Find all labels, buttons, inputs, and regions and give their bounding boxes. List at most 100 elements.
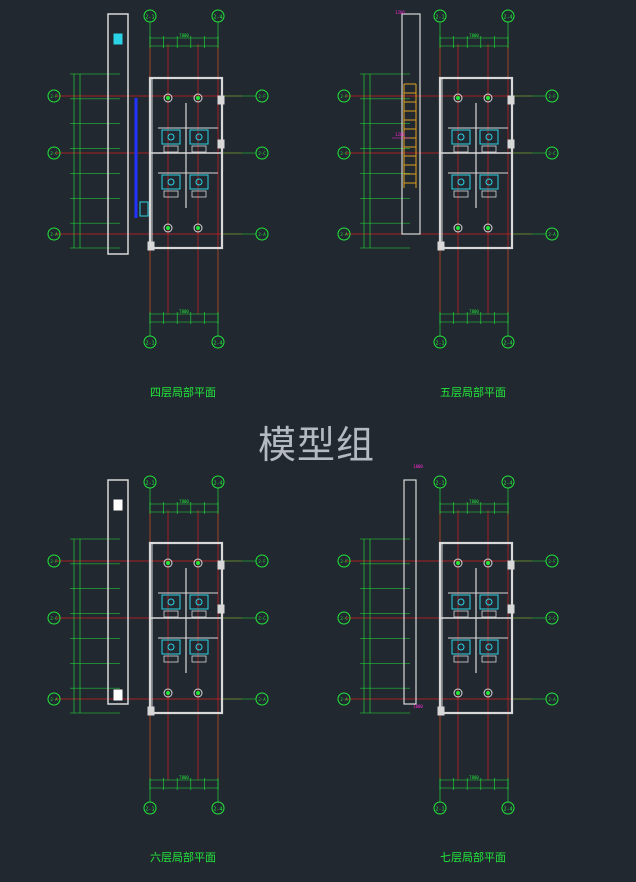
sink-counter xyxy=(481,145,497,153)
dimension-text: 7800 xyxy=(179,309,189,314)
axis-label-top: 2-1 xyxy=(145,481,154,487)
axis-bubble-left xyxy=(47,89,61,103)
column-center xyxy=(486,691,490,695)
dimension-text: 7800 xyxy=(469,309,479,314)
bathroom-fixture xyxy=(161,639,181,655)
axis-label-top: 2-1 xyxy=(145,15,154,21)
dimension-text: 7800 xyxy=(179,499,189,504)
wall-column xyxy=(437,706,445,716)
wall-column xyxy=(437,241,445,251)
axis-label-bottom: 2-4 xyxy=(213,341,222,347)
equipment-box xyxy=(113,33,123,45)
exterior-wall xyxy=(148,541,224,715)
dimension-text: 7800 xyxy=(469,775,479,780)
dimension-text: 7800 xyxy=(179,33,189,38)
axis-label-left: 2-F xyxy=(340,559,348,564)
watermark-text: 模型组 xyxy=(258,423,376,467)
column-marker xyxy=(453,93,463,103)
sink-counter xyxy=(163,655,179,663)
column-marker xyxy=(453,688,463,698)
axis-label-bottom: 2-1 xyxy=(145,341,154,347)
bathroom-fixture xyxy=(479,174,499,190)
axis-bubble-left xyxy=(47,227,61,241)
toilet-fixture xyxy=(167,643,175,651)
bathroom-fixture xyxy=(161,174,181,190)
column-marker xyxy=(163,558,173,568)
axis-label-right: 2-C xyxy=(548,151,556,156)
column-center xyxy=(166,96,170,100)
axis-label-left: 2-A xyxy=(340,232,348,237)
exterior-corridor xyxy=(107,13,129,255)
axis-label-left: 2-C xyxy=(340,151,348,156)
equipment-box xyxy=(113,689,123,701)
exterior-wall xyxy=(438,76,514,250)
bathroom-fixture xyxy=(161,594,181,610)
axis-label-bottom: 2-4 xyxy=(503,807,512,813)
axis-label-top: 2-1 xyxy=(435,481,444,487)
axis-bubble-left xyxy=(47,692,61,706)
axis-label-top: 2-4 xyxy=(503,481,512,487)
toilet-fixture xyxy=(195,133,203,141)
axis-label-left: 2-A xyxy=(340,697,348,702)
column-marker xyxy=(483,93,493,103)
axis-bubble-left xyxy=(337,146,351,160)
wall-column xyxy=(507,139,515,149)
column-marker xyxy=(193,223,203,233)
plan-caption-5f: 五层局部平面 xyxy=(440,386,506,399)
bathroom-fixture xyxy=(189,129,209,145)
equipment-box xyxy=(139,201,149,217)
column-marker xyxy=(453,223,463,233)
axis-label-left: 2-F xyxy=(340,94,348,99)
bathroom-fixture xyxy=(479,129,499,145)
axis-label-left: 2-F xyxy=(50,94,58,99)
axis-bubble-left xyxy=(337,692,351,706)
column-marker xyxy=(483,223,493,233)
bathroom-fixture xyxy=(451,174,471,190)
dimension-text: 7800 xyxy=(469,33,479,38)
column-center xyxy=(486,226,490,230)
wall-column xyxy=(217,604,225,614)
annotation-text: 1800 xyxy=(413,704,423,709)
sink-counter xyxy=(191,190,207,198)
toilet-fixture xyxy=(167,133,175,141)
axis-label-top: 2-4 xyxy=(503,15,512,21)
toilet-fixture xyxy=(457,643,465,651)
column-marker xyxy=(163,223,173,233)
wall-column xyxy=(147,706,155,716)
toilet-fixture xyxy=(195,643,203,651)
sink-counter xyxy=(481,190,497,198)
column-marker xyxy=(193,688,203,698)
exterior-corridor xyxy=(107,479,129,705)
bathroom-fixture xyxy=(479,639,499,655)
column-center xyxy=(456,561,460,565)
annotation-text: 1200 xyxy=(395,132,405,137)
sink-counter xyxy=(453,145,469,153)
bathroom-fixture xyxy=(451,129,471,145)
column-center xyxy=(196,561,200,565)
column-center xyxy=(196,96,200,100)
toilet-fixture xyxy=(457,598,465,606)
column-center xyxy=(196,226,200,230)
wall-column xyxy=(507,95,515,105)
wall-column xyxy=(217,95,225,105)
toilet-fixture xyxy=(485,133,493,141)
column-center xyxy=(196,691,200,695)
equipment-box xyxy=(113,499,123,511)
sink-counter xyxy=(453,190,469,198)
axis-label-top: 2-4 xyxy=(213,481,222,487)
wall-column xyxy=(507,560,515,570)
axis-label-bottom: 2-4 xyxy=(503,341,512,347)
column-center xyxy=(166,691,170,695)
toilet-fixture xyxy=(485,643,493,651)
axis-label-top: 2-4 xyxy=(213,15,222,21)
stair-shaft xyxy=(401,13,421,235)
dimension-text: 7800 xyxy=(179,775,189,780)
axis-label-bottom: 2-1 xyxy=(435,341,444,347)
sink-counter xyxy=(453,610,469,618)
axis-label-left: 2-A xyxy=(50,697,58,702)
toilet-fixture xyxy=(457,133,465,141)
column-center xyxy=(456,226,460,230)
toilet-fixture xyxy=(485,598,493,606)
column-center xyxy=(456,691,460,695)
wall-column xyxy=(217,139,225,149)
